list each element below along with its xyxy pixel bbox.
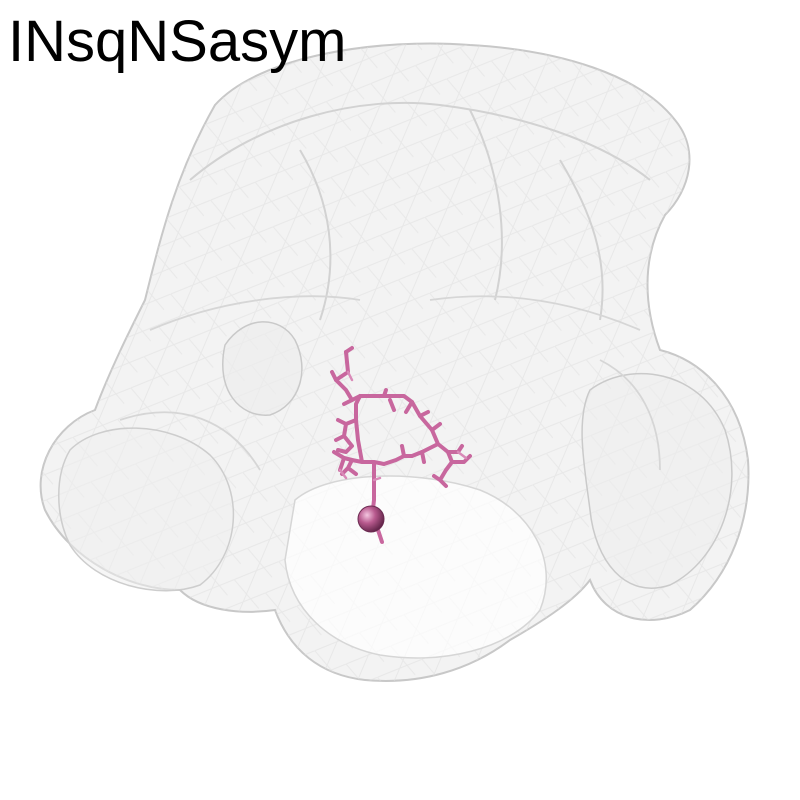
sphere-atom-icon	[357, 505, 385, 533]
stick-molecule-icon	[330, 346, 472, 544]
surface-crease-mid	[119, 295, 661, 471]
surface-lobe-bottom-left	[58, 427, 235, 592]
atom-sphere	[357, 505, 385, 533]
structure-title: INsqNSasym	[8, 9, 347, 74]
ligand-side-chains	[330, 346, 472, 488]
surface-lobe-left	[222, 321, 303, 416]
molecular-surface-icon	[39, 42, 750, 682]
surface-lobe-right	[581, 372, 733, 589]
ligand-side-chains-highlight	[338, 370, 468, 482]
surface-crease-top	[189, 101, 651, 321]
ligand-backbone	[334, 350, 464, 544]
surface-cavity	[284, 475, 547, 659]
